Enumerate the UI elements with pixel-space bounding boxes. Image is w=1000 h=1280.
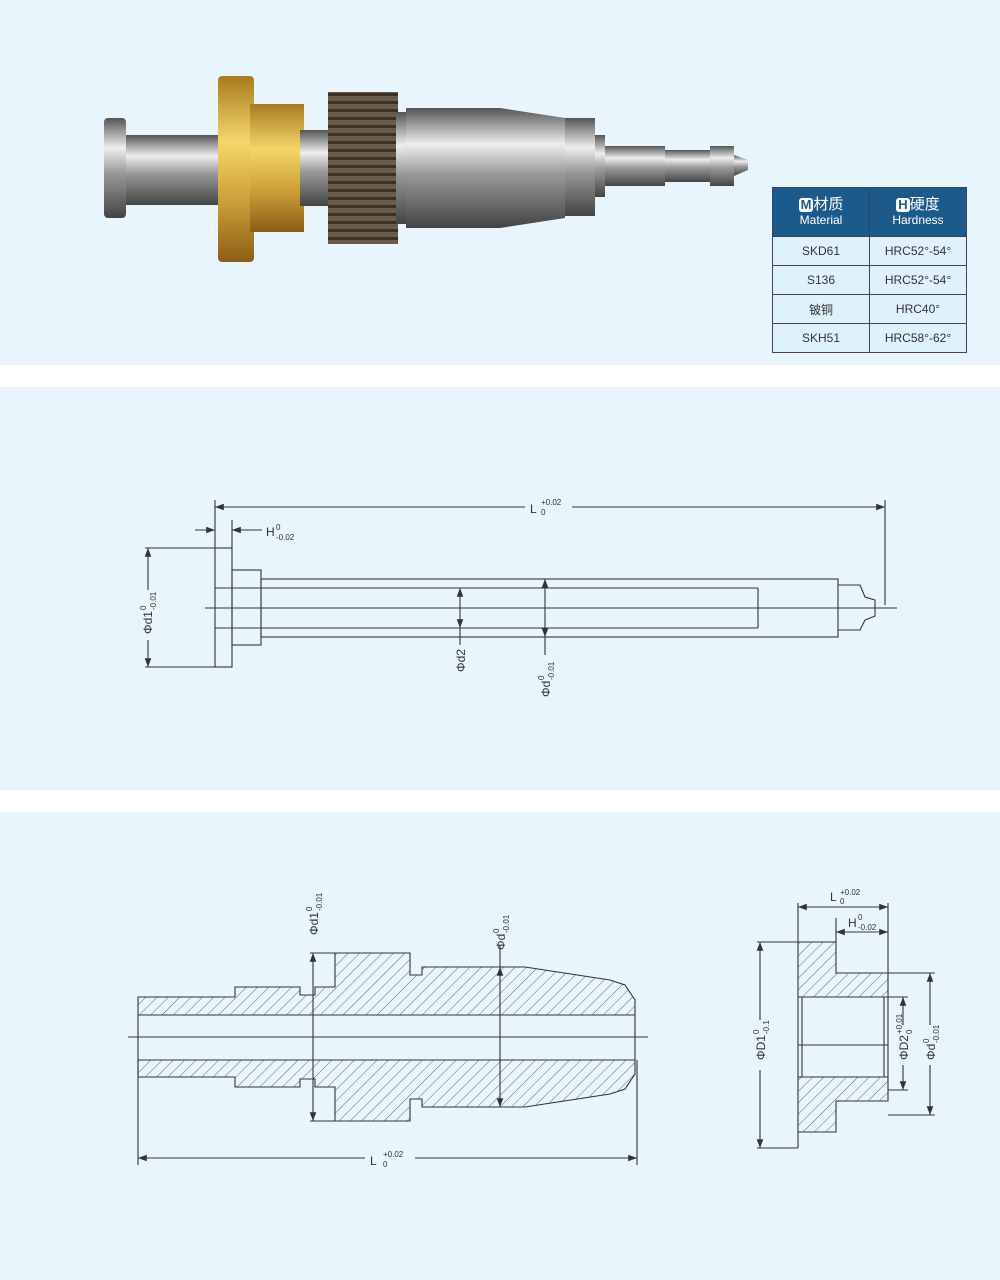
dim-d: Φd (539, 681, 553, 697)
dim-L: L (370, 1154, 377, 1168)
dim-H-tol: -0.02 (858, 923, 877, 932)
dim-L: L (530, 502, 537, 516)
dim-L-tol: 0 (840, 897, 845, 906)
dim-d1: Φd1 (307, 912, 321, 935)
dim-H-tol: -0.02 (276, 533, 295, 542)
dim-D1: ΦD1 (754, 1035, 768, 1060)
dim-H-tol: 0 (858, 913, 863, 922)
dim-d-tol: 0 (922, 1038, 931, 1043)
dim-L-tol: +0.02 (541, 498, 562, 507)
dim-H-tol: 0 (276, 523, 281, 532)
dim-D2: ΦD2 (897, 1035, 911, 1060)
hardness-cell: HRC52°-54° (869, 236, 967, 266)
dim-d: Φd (924, 1044, 938, 1060)
dim-L-tol: 0 (541, 508, 546, 517)
dim-D2-tol: 0 (905, 1029, 914, 1034)
material-cell: S136 (772, 265, 870, 295)
header-material-en: Material (799, 212, 843, 227)
dim-d-tol: 0 (537, 675, 546, 680)
dim-H: H (848, 916, 857, 930)
header-material-cn: 材质 (813, 195, 844, 213)
dim-H: H (266, 525, 275, 539)
dim-L: L (830, 890, 837, 904)
dim-d1-tol: 0 (305, 906, 314, 911)
dim-d-tol: 0 (492, 928, 501, 933)
dim-d2: Φd2 (454, 649, 468, 672)
dim-L-tol: +0.02 (383, 1150, 404, 1159)
hardness-cell: HRC52°-54° (869, 265, 967, 295)
dim-d1-tol: 0 (139, 605, 148, 610)
dim-L-tol: 0 (383, 1160, 388, 1169)
dim-d1-tol: -0.01 (149, 591, 158, 610)
dim-D2-tol: +0.01 (895, 1013, 904, 1034)
h-badge: H (896, 196, 910, 212)
hardness-cell: HRC40° (869, 294, 967, 324)
material-cell: SKD61 (772, 236, 870, 266)
core-pin-photo (104, 76, 748, 262)
hardness-cell: HRC58°-62° (869, 323, 967, 353)
material-cell: 铍铜 (772, 294, 870, 324)
dim-D1-tol: 0 (752, 1029, 761, 1034)
material-cell: SKH51 (772, 323, 870, 353)
dim-d-tol: -0.01 (502, 914, 511, 933)
m-badge: M (798, 196, 814, 212)
header-hardness-en: Hardness (892, 212, 944, 227)
dim-D1-tol: -0.1 (762, 1020, 771, 1034)
dim-d1: Φd1 (141, 611, 155, 634)
dim-d-tol: -0.01 (932, 1024, 941, 1043)
dim-d-tol: -0.01 (547, 661, 556, 680)
dim-L-tol: +0.02 (840, 888, 861, 897)
header-hardness-cn: 硬度 (909, 195, 940, 213)
dim-d: Φd (494, 934, 508, 950)
dim-d1-tol: -0.01 (315, 892, 324, 911)
